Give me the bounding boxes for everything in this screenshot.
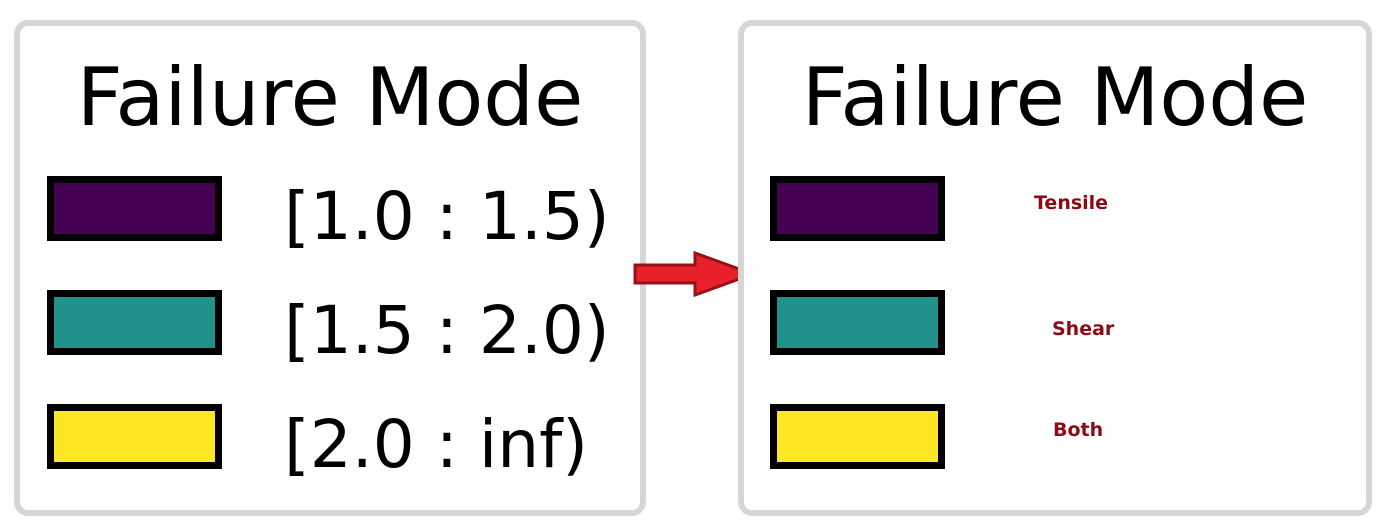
color-swatch-yellow [770, 404, 945, 469]
right-arrow-icon [633, 251, 757, 297]
color-swatch-teal [770, 290, 945, 355]
color-swatch-yellow [47, 404, 222, 469]
color-swatch-purple [770, 176, 945, 241]
legend-title: Failure Mode [76, 51, 584, 144]
arrow-shape [633, 251, 757, 297]
range-label: [1.5 : 2.0) [284, 292, 610, 369]
mode-label-tensile: Tensile [1034, 192, 1109, 214]
range-label: [2.0 : inf) [284, 406, 589, 483]
color-swatch-teal [47, 290, 222, 355]
legend-panel-relabeled: Failure Mode Tensile Shear Both [738, 20, 1372, 516]
range-label: [1.0 : 1.5) [284, 178, 610, 255]
mode-label-both: Both [1053, 419, 1104, 441]
color-swatch-purple [47, 176, 222, 241]
legend-title: Failure Mode [801, 51, 1309, 144]
legend-panel-original: Failure Mode [1.0 : 1.5) [1.5 : 2.0) [2.… [14, 20, 646, 516]
mode-label-shear: Shear [1052, 318, 1115, 340]
